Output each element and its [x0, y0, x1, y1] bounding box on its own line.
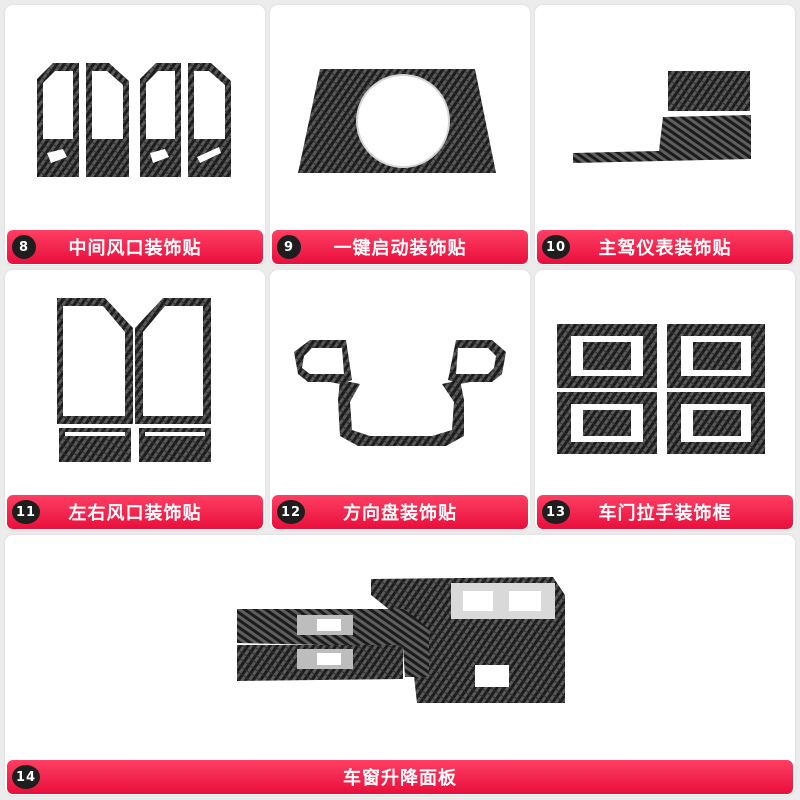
center-air-vent-trim-illustration [37, 63, 231, 177]
item-label: 一键启动装饰贴 [333, 238, 467, 259]
label-bar: 8 中间风口装饰贴 [7, 230, 263, 264]
item-number-badge: 10 [542, 235, 570, 259]
dashboard-trim-illustration [573, 71, 751, 163]
label-bar: 11 左右风口装饰贴 [7, 495, 263, 529]
item-number-badge: 8 [12, 235, 36, 259]
label-bar: 9 一键启动装饰贴 [272, 230, 528, 264]
item-label: 主驾仪表装饰贴 [598, 238, 732, 259]
item-label: 方向盘装饰贴 [343, 503, 457, 524]
door-handle-frame-illustration [557, 324, 765, 454]
item-number-badge: 11 [12, 500, 40, 524]
label-bar: 13 车门拉手装饰框 [537, 495, 793, 529]
product-card-11: 11 左右风口装饰贴 [5, 270, 265, 530]
window-lift-panel-illustration [237, 577, 565, 703]
item-label: 中间风口装饰贴 [68, 238, 202, 259]
product-card-10: 10 主驾仪表装饰贴 [535, 5, 795, 265]
product-card-13: 13 车门拉手装饰框 [535, 270, 795, 530]
item-number-badge: 12 [277, 500, 305, 524]
product-card-12: 12 方向盘装饰贴 [270, 270, 530, 530]
label-bar: 12 方向盘装饰贴 [272, 495, 528, 529]
item-number-badge: 14 [12, 765, 40, 789]
product-card-14: 14 车窗升降面板 [5, 535, 795, 795]
label-bar: 14 车窗升降面板 [7, 760, 793, 794]
product-card-8: 8 中间风口装饰贴 [5, 5, 265, 265]
start-button-trim-illustration [298, 69, 496, 173]
item-number-badge: 13 [542, 500, 570, 524]
steering-wheel-trim-illustration [294, 340, 506, 446]
item-number-badge: 9 [277, 235, 301, 259]
item-label: 车窗升降面板 [343, 768, 457, 789]
product-card-9: 9 一键启动装饰贴 [270, 5, 530, 265]
item-label: 车门拉手装饰框 [598, 503, 732, 524]
label-bar: 10 主驾仪表装饰贴 [537, 230, 793, 264]
side-air-vent-trim-illustration [57, 298, 211, 462]
item-label: 左右风口装饰贴 [68, 503, 202, 524]
